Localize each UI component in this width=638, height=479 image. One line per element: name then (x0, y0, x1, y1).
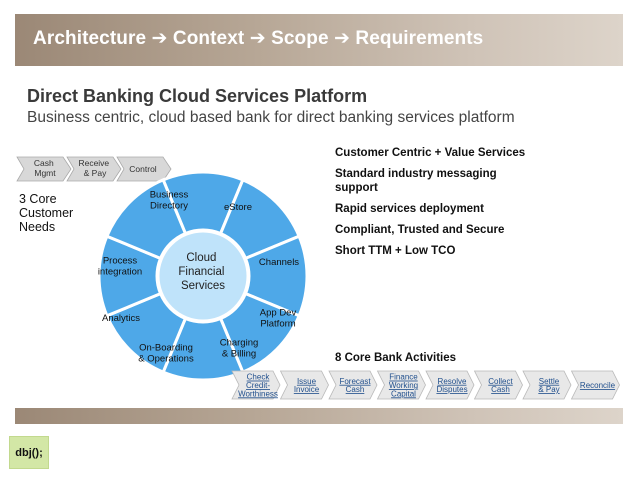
needs-label-line: Customer (19, 206, 74, 220)
activity-chevron (328, 370, 378, 400)
customer-needs-chevrons: Cash Mgmt Receive & Pay Control (16, 156, 172, 182)
needs-label-line: 3 Core (19, 192, 57, 206)
wheel-segment-label: Analytics (102, 313, 140, 324)
value-point: Customer Centric + Value Services (335, 147, 526, 159)
customer-needs-label: 3 Core Customer Needs (19, 192, 73, 234)
dbj-logo: dbj(); (9, 436, 49, 469)
value-point: Short TTM + Low TCO (335, 245, 456, 257)
title-banner: Architecture ➔ Context ➔ Scope ➔ Require… (15, 14, 623, 66)
value-points: Customer Centric + Value Services Standa… (335, 146, 525, 265)
activity-chevron (522, 370, 572, 400)
activity-chevron (279, 370, 329, 400)
wheel-segment-label: Channels (259, 257, 299, 268)
activity-label[interactable]: Settle& Pay (538, 377, 559, 394)
value-point: Rapid services deployment (335, 203, 484, 215)
activity-chevron (376, 370, 426, 400)
activity-chevron (231, 370, 281, 400)
wheel-segment-label: Charging& Billing (220, 338, 259, 360)
wheel-center-label: Cloud Financial Services (178, 252, 227, 292)
value-point: Compliant, Trusted and Secure (335, 224, 505, 236)
need-label-2: Receive & Pay (78, 158, 111, 178)
activity-chevron (570, 370, 620, 400)
slide-title: Architecture ➔ Context ➔ Scope ➔ Require… (33, 28, 484, 49)
activity-label[interactable]: Reconcile (580, 381, 616, 390)
need-label-1: Cash Mgmt (34, 158, 56, 178)
activities-label: 8 Core Bank Activities (335, 352, 457, 364)
need-label-3: Control (129, 164, 157, 174)
need-chevron-1 (16, 156, 72, 182)
activity-chevron (473, 370, 523, 400)
slide-body: Direct Banking Cloud Services Platform B… (15, 72, 623, 402)
wheel-segment-label: eStore (224, 202, 252, 213)
needs-label-line: Needs (19, 220, 56, 234)
wheel-segment-label: On-Boarding& Operations (138, 343, 194, 365)
value-point: Standard industry messaging support (335, 168, 497, 194)
platform-heading: Direct Banking Cloud Services Platform (27, 86, 368, 106)
footer-banner (15, 408, 623, 424)
activity-chevron (425, 370, 475, 400)
wheel-center (156, 229, 250, 323)
need-chevron-2 (66, 156, 122, 182)
platform-subheading: Business centric, cloud based bank for d… (27, 109, 515, 126)
